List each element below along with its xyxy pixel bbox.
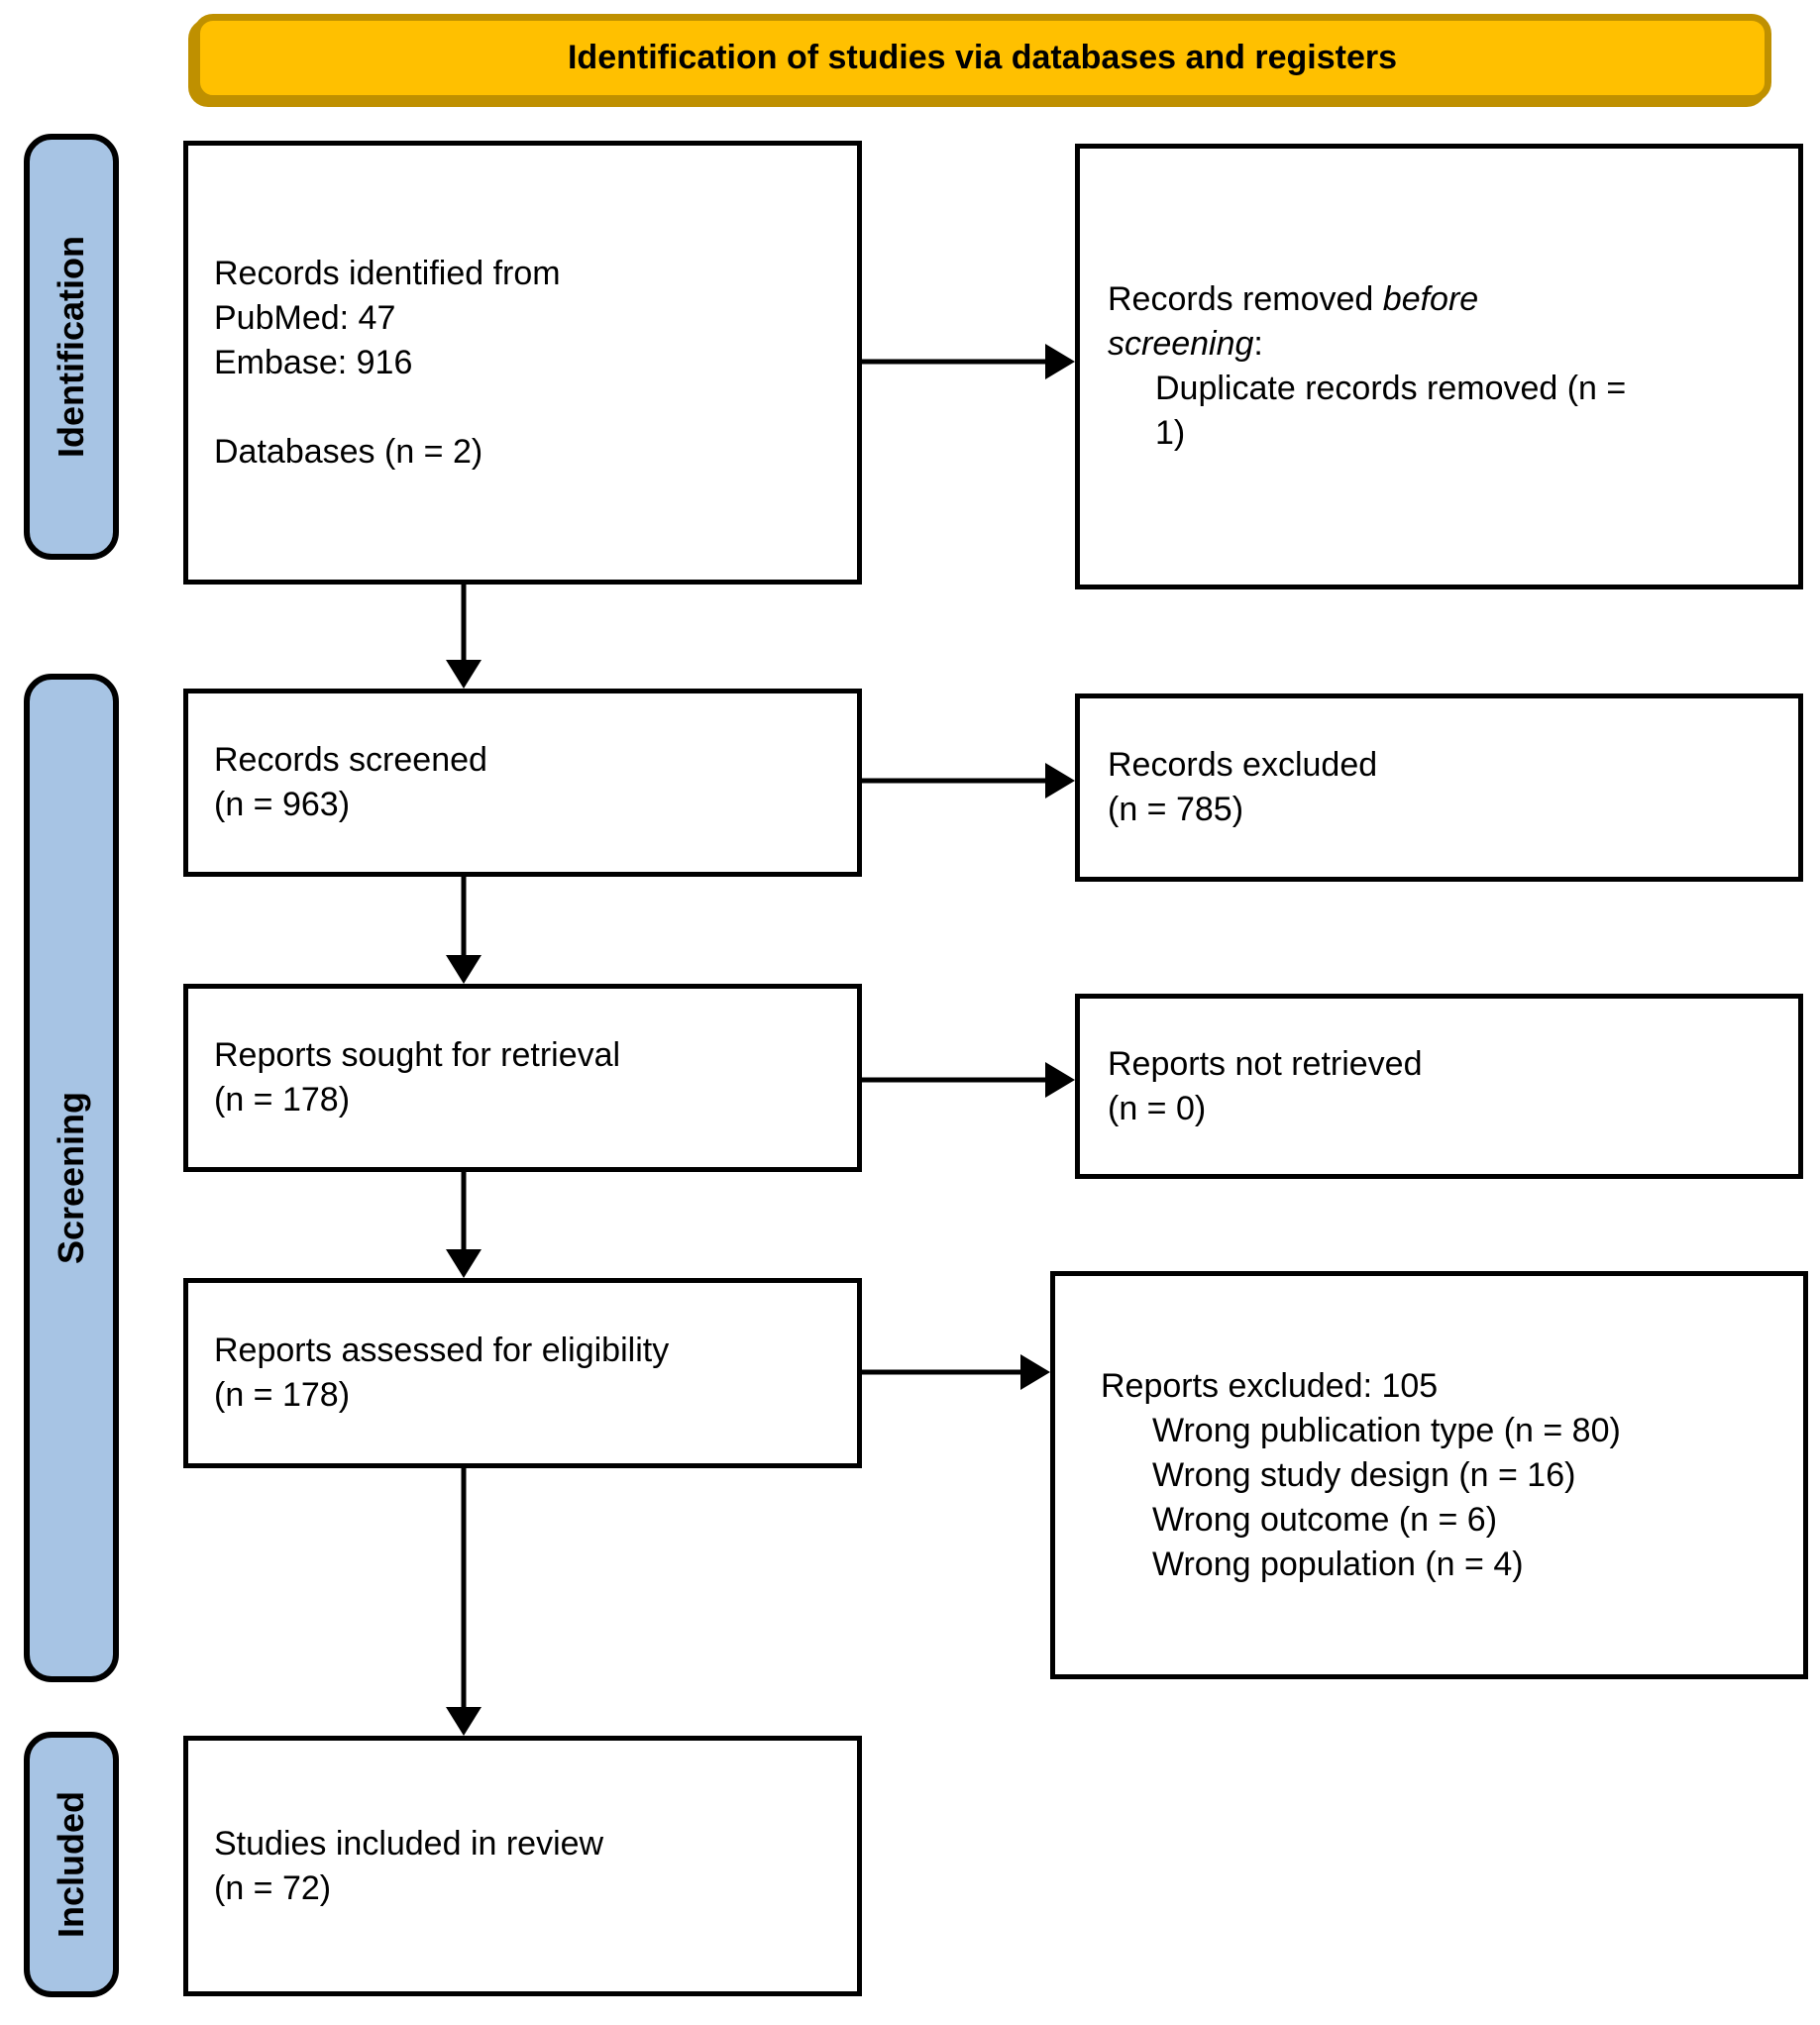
- arrow-assessed-to-included-icon: [446, 1468, 482, 1736]
- box-records-removed: Records removed before screening: Duplic…: [1075, 144, 1803, 589]
- box-reports-assessed: Reports assessed for eligibility (n = 17…: [183, 1278, 862, 1468]
- reports-sought-text: Reports sought for retrieval (n = 178): [214, 1036, 621, 1119]
- box-reports-excluded: Reports excluded: 105 Wrong publication …: [1050, 1271, 1808, 1679]
- reports-excluded-reason-3: Wrong outcome (n = 6): [1152, 1500, 1498, 1539]
- records-identified-text: Records identified from PubMed: 47 Embas…: [214, 254, 561, 471]
- arrow-assessed-to-reportsexcluded-icon: [862, 1354, 1050, 1390]
- reports-excluded-reason-2: Wrong study design (n = 16): [1152, 1455, 1576, 1494]
- reports-excluded-reason-1: Wrong publication type (n = 80): [1152, 1411, 1621, 1449]
- arrow-identified-to-removed-icon: [862, 344, 1075, 379]
- box-records-identified: Records identified from PubMed: 47 Embas…: [183, 141, 862, 585]
- banner-title: Identification of studies via databases …: [567, 39, 1398, 76]
- records-removed-suffix: :: [1253, 325, 1263, 363]
- records-removed-prefix: Records removed: [1108, 280, 1383, 318]
- box-reports-sought: Reports sought for retrieval (n = 178): [183, 984, 862, 1172]
- box-studies-included: Studies included in review (n = 72): [183, 1736, 862, 1996]
- records-removed-heading: Records removed before screening:: [1108, 277, 1573, 367]
- stage-included-label: Included: [51, 1790, 92, 1939]
- records-removed-emphasis: before screening: [1108, 280, 1479, 363]
- studies-included-text: Studies included in review (n = 72): [214, 1824, 604, 1907]
- reports-excluded-reason-4: Wrong population (n = 4): [1152, 1545, 1524, 1583]
- arrow-sought-to-notretrieved-icon: [862, 1062, 1075, 1098]
- reports-assessed-text: Reports assessed for eligibility (n = 17…: [214, 1332, 670, 1414]
- arrow-identified-to-screened-icon: [446, 585, 482, 689]
- stage-included: Included: [24, 1732, 119, 1997]
- records-excluded-text: Records excluded (n = 785): [1108, 746, 1378, 828]
- arrow-sought-to-assessed-icon: [446, 1172, 482, 1278]
- records-screened-text: Records screened (n = 963): [214, 741, 487, 823]
- banner-identification-via-databases: Identification of studies via databases …: [193, 14, 1771, 102]
- stage-screening: Screening: [24, 674, 119, 1682]
- stage-identification: Identification: [24, 134, 119, 560]
- box-reports-not-retrieved: Reports not retrieved (n = 0): [1075, 994, 1803, 1179]
- box-records-excluded: Records excluded (n = 785): [1075, 693, 1803, 882]
- arrow-screened-to-sought-icon: [446, 877, 482, 984]
- stage-screening-label: Screening: [51, 1091, 91, 1265]
- reports-not-retrieved-text: Reports not retrieved (n = 0): [1108, 1044, 1423, 1127]
- stage-identification-label: Identification: [51, 236, 91, 458]
- reports-excluded-heading: Reports excluded: 105: [1101, 1366, 1439, 1405]
- arrow-screened-to-excluded-icon: [862, 763, 1075, 799]
- box-records-screened: Records screened (n = 963): [183, 689, 862, 877]
- records-removed-reason: Duplicate records removed (n = 1): [1155, 370, 1627, 452]
